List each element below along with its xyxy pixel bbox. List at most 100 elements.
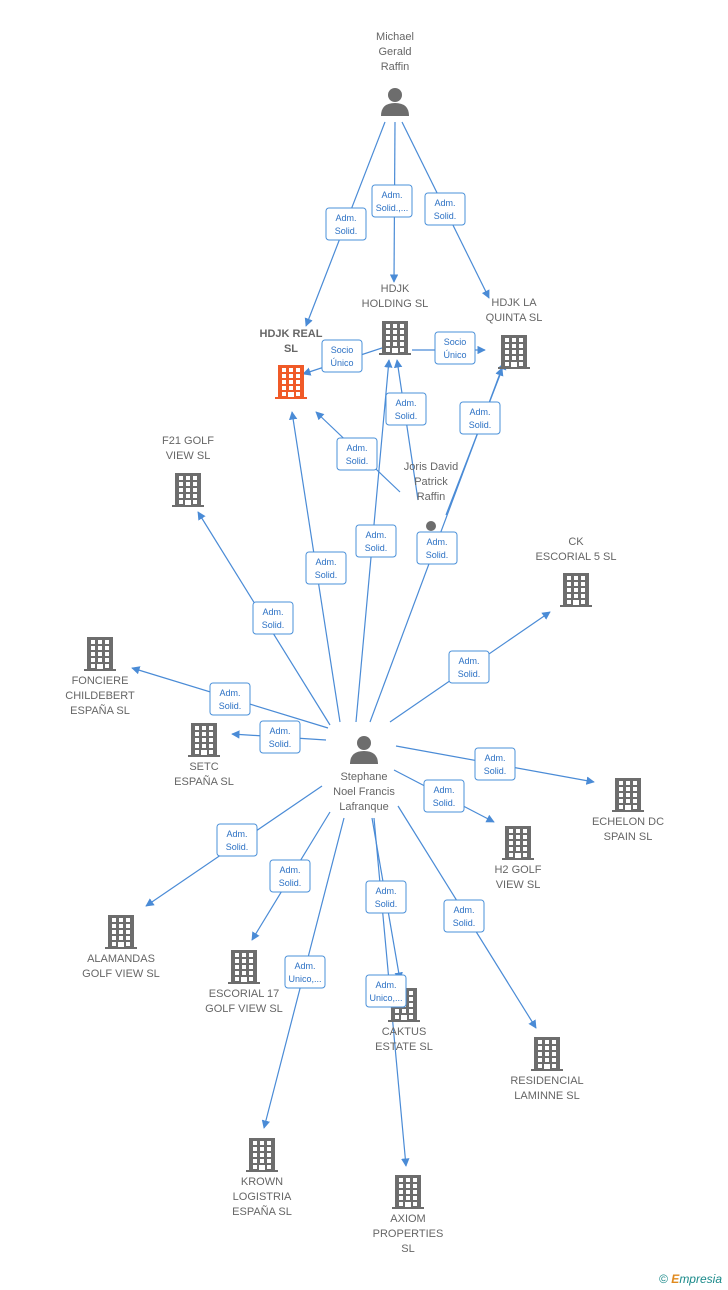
building-door	[118, 942, 124, 947]
building-window	[413, 1196, 417, 1200]
edge-label-michael-to-hdjk_holding[interactable]: Adm.Solid.,...	[371, 184, 413, 218]
building-window	[574, 582, 578, 586]
building-door	[201, 750, 207, 755]
building-window	[393, 324, 397, 328]
building-window	[393, 336, 397, 340]
edge-label-text: Adm.	[426, 537, 447, 547]
edge-label-stephane-to-krown[interactable]: Adm.Solid.	[443, 899, 485, 933]
building-window	[505, 344, 509, 348]
building-window	[393, 342, 397, 346]
building-window	[253, 1153, 257, 1157]
person-icon	[426, 521, 436, 531]
building-window	[545, 1040, 549, 1044]
building-window	[409, 991, 413, 995]
edge-label-box	[252, 601, 294, 635]
building-window	[523, 853, 527, 857]
building-window	[509, 847, 513, 851]
node-escorial17[interactable]: ESCORIAL 17 GOLF VIEW SL	[205, 950, 283, 1015]
edge-labels-layer: Adm.Solid.Adm.Solid.,...Adm.Solid.SocioÚ…	[209, 184, 516, 1008]
building-window	[400, 330, 404, 334]
edge-label-text: Solid.	[315, 570, 338, 580]
node-label-line: GOLF VIEW SL	[205, 1003, 283, 1015]
edge-label-text: Adm.	[226, 829, 247, 839]
building-window	[512, 356, 516, 360]
edge-label-joris-to-hdjk_real[interactable]: Adm.Solid.	[336, 437, 378, 471]
building-window	[505, 338, 509, 342]
building-icon	[498, 335, 530, 369]
edge-label-joris-to-hdjk_quinta[interactable]: Adm.Solid.	[459, 401, 501, 435]
building-window	[400, 348, 404, 352]
edge-label-stephane-to-fonciere[interactable]: Adm.Solid.	[209, 682, 251, 716]
edge-label-stephane-to-alamandas[interactable]: Adm.Solid.	[216, 823, 258, 857]
edge-label-stephane-to-hdjk_holding[interactable]: Adm.Solid.	[355, 524, 397, 558]
node-label-line: F21 GOLF	[162, 435, 214, 447]
edge-label-michael-to-hdjk_real[interactable]: Adm.Solid.	[325, 207, 367, 241]
edge-label-text: Solid.	[434, 211, 457, 221]
edge-label-box	[424, 192, 466, 226]
building-window	[179, 482, 183, 486]
building-window	[242, 953, 246, 957]
node-label-line: CHILDEBERT	[65, 690, 135, 702]
edge-label-box	[365, 974, 407, 1008]
building-window	[574, 594, 578, 598]
building-window	[296, 386, 300, 390]
building-door	[185, 500, 191, 505]
edge-label-stephane-to-echelon[interactable]: Adm.Solid.	[474, 747, 516, 781]
node-label-line: VIEW SL	[496, 879, 541, 891]
edge-label-text: Adm.	[395, 398, 416, 408]
edge-label-michael-to-hdjk_quinta[interactable]: Adm.Solid.	[424, 192, 466, 226]
edge-label-stephane-to-residencial[interactable]: Adm.Solid.	[365, 880, 407, 914]
building-window	[509, 829, 513, 833]
building-window	[519, 338, 523, 342]
edge-label-text: Solid.	[453, 918, 476, 928]
building-window	[519, 362, 523, 366]
edge-label-joris-to-hdjk_holding[interactable]: Adm.Solid.	[385, 392, 427, 426]
edge-label-stephane-to-hdjk_quinta[interactable]: Adm.Solid.	[416, 531, 458, 565]
building-window	[179, 494, 183, 498]
node-label-line: Stephane	[340, 771, 387, 783]
building-window	[186, 482, 190, 486]
edge-label-stephane-to-f21[interactable]: Adm.Solid.	[252, 601, 294, 635]
edge-label-box	[434, 331, 476, 365]
edge-label-stephane-to-setc[interactable]: Adm.Solid.	[259, 720, 301, 754]
node-label-line: ESCORIAL 17	[209, 988, 280, 1000]
building-window	[253, 1159, 257, 1163]
edge-label-stephane-to-axiom[interactable]: Adm.Unico,...	[365, 974, 407, 1008]
building-base	[275, 397, 307, 399]
building-icon	[172, 473, 204, 507]
edge-label-stephane-to-caktus[interactable]: Adm.Unico,...	[284, 955, 326, 989]
building-base	[560, 605, 592, 607]
building-icon	[228, 950, 260, 984]
building-window	[105, 664, 109, 668]
edge-label-stephane-to-h2[interactable]: Adm.Solid.	[423, 779, 465, 813]
node-label-line: FONCIERE	[72, 675, 129, 687]
node-label-line: SL	[401, 1243, 414, 1255]
edge-label-stephane-to-escorial17[interactable]: Adm.Solid.	[269, 859, 311, 893]
building-window	[186, 488, 190, 492]
node-label-line: AXIOM	[390, 1213, 425, 1225]
building-window	[91, 658, 95, 662]
building-window	[519, 356, 523, 360]
edge-label-stephane-to-hdjk_real[interactable]: Adm.Solid.	[305, 551, 347, 585]
edge-label-box	[336, 437, 378, 471]
edge-label-stephane-to-ck[interactable]: Adm.Solid.	[448, 650, 490, 684]
building-window	[242, 965, 246, 969]
